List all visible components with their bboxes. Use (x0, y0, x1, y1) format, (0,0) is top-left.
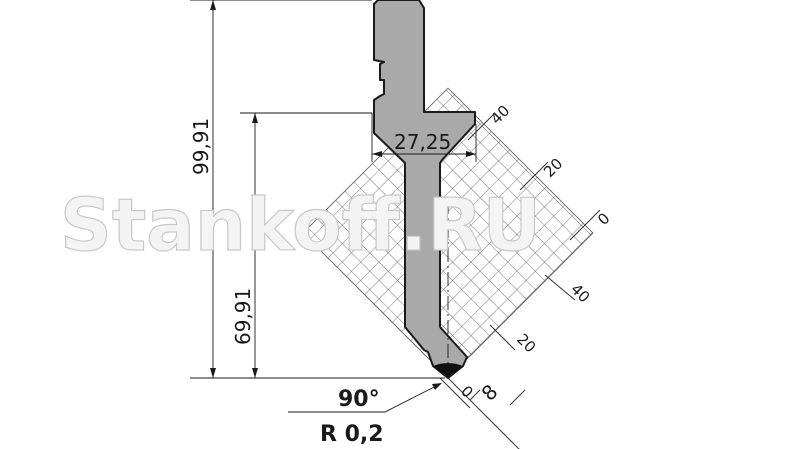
grid-label-lower-20: 20 (513, 330, 539, 356)
shoulder-width-label: 27,25 (394, 130, 451, 154)
watermark: Stankoff.RU (60, 183, 541, 267)
grid-scale-lines (439, 112, 601, 449)
grid-label-lower-40: 40 (567, 280, 593, 306)
punch-profile (373, 0, 476, 379)
dimension-lines (190, 0, 477, 413)
working-height-label: 69,91 (231, 288, 255, 345)
total-height-label: 99,91 (189, 118, 213, 175)
grid-label-upper-40: 40 (487, 102, 513, 128)
tip-width-label: 8 (477, 380, 503, 406)
grid-label-upper-20: 20 (540, 155, 566, 181)
grid-label-upper-0: 0 (594, 209, 613, 228)
radius-label: R 0,2 (320, 422, 384, 447)
arrowheads (210, 0, 476, 390)
angle-label: 90° (338, 387, 380, 412)
